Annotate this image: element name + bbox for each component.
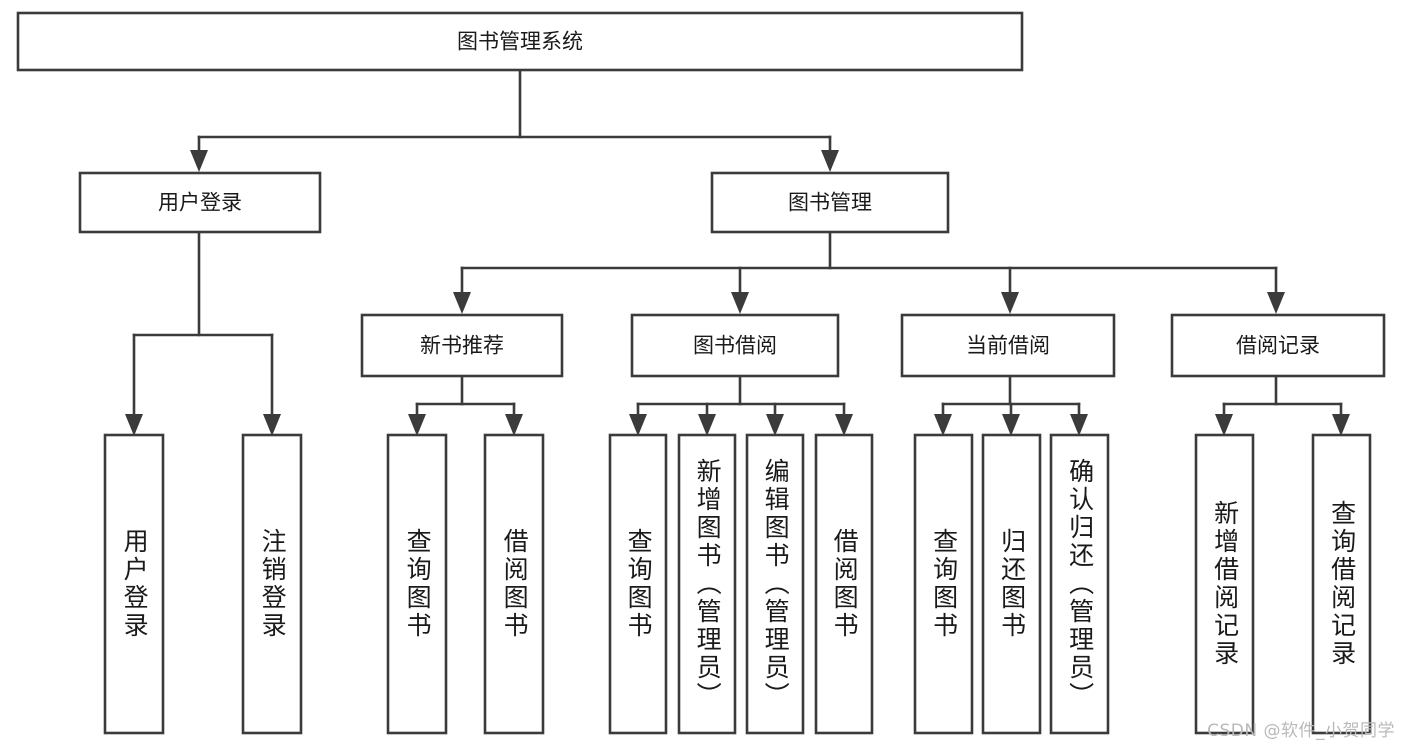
arrow-head-icon: [505, 414, 523, 436]
arrow-head-icon: [629, 414, 647, 436]
arrow-head-icon: [1070, 414, 1088, 436]
leaf-box-leaf-query-book-cur: [913, 433, 974, 735]
arrow-head-icon: [934, 414, 952, 436]
node-box-layer: [16, 11, 1386, 735]
leaf-box-leaf-edit-book-admin: [745, 433, 805, 735]
level2-node-box-user-login: [78, 171, 322, 234]
leaf-box-leaf-user-login: [103, 433, 165, 735]
leaf-box-leaf-borrow-book: [814, 433, 874, 735]
root-node-box: [16, 11, 1024, 72]
leaf-box-leaf-add-book-admin: [677, 433, 737, 735]
arrow-head-icon: [1002, 414, 1020, 436]
arrow-head-icon: [1332, 414, 1350, 436]
level3-node-box-new-book-recommend: [360, 313, 564, 378]
level3-node-label-borrow-record: 借阅记录: [1236, 334, 1320, 358]
arrow-head-icon: [190, 150, 208, 172]
connector-layer: [125, 68, 1350, 436]
arrow-head-icon: [125, 414, 143, 436]
level2-node-label-book-manage: 图书管理: [788, 191, 872, 215]
arrow-head-icon: [1267, 292, 1285, 314]
leaf-box-leaf-query-book-rec: [386, 433, 448, 735]
arrow-head-icon: [766, 414, 784, 436]
arrow-head-icon: [698, 414, 716, 436]
leaf-box-leaf-logout: [241, 433, 303, 735]
leaf-box-leaf-query-borrow-record: [1311, 433, 1372, 735]
csdn-watermark: CSDN @软件_小贺同学: [1207, 721, 1395, 741]
leaf-box-leaf-query-book-borrow: [608, 433, 668, 735]
level3-node-label-new-book-recommend: 新书推荐: [420, 334, 504, 358]
arrow-head-icon: [453, 292, 471, 314]
level3-node-label-current-borrow: 当前借阅: [966, 334, 1050, 358]
level3-node-box-book-borrow: [630, 313, 840, 378]
leaf-box-leaf-add-borrow-record: [1194, 433, 1255, 735]
level2-node-box-book-manage: [710, 171, 950, 234]
leaf-box-leaf-return-book: [981, 433, 1042, 735]
leaf-box-leaf-borrow-book-rec: [483, 433, 545, 735]
arrow-head-icon: [835, 414, 853, 436]
arrow-head-icon: [821, 150, 839, 172]
arrow-head-icon: [1215, 414, 1233, 436]
level3-node-box-borrow-record: [1170, 313, 1386, 378]
level3-node-label-book-borrow: 图书借阅: [693, 334, 777, 358]
arrow-head-icon: [408, 414, 426, 436]
arrow-head-icon: [1001, 292, 1019, 314]
root-node-label: 图书管理系统: [457, 30, 583, 54]
level2-node-label-user-login: 用户登录: [158, 191, 242, 215]
arrow-head-icon: [263, 414, 281, 436]
level3-node-box-current-borrow: [900, 313, 1116, 378]
leaf-box-leaf-confirm-return-admin: [1049, 433, 1110, 735]
arrow-head-icon: [731, 292, 749, 314]
